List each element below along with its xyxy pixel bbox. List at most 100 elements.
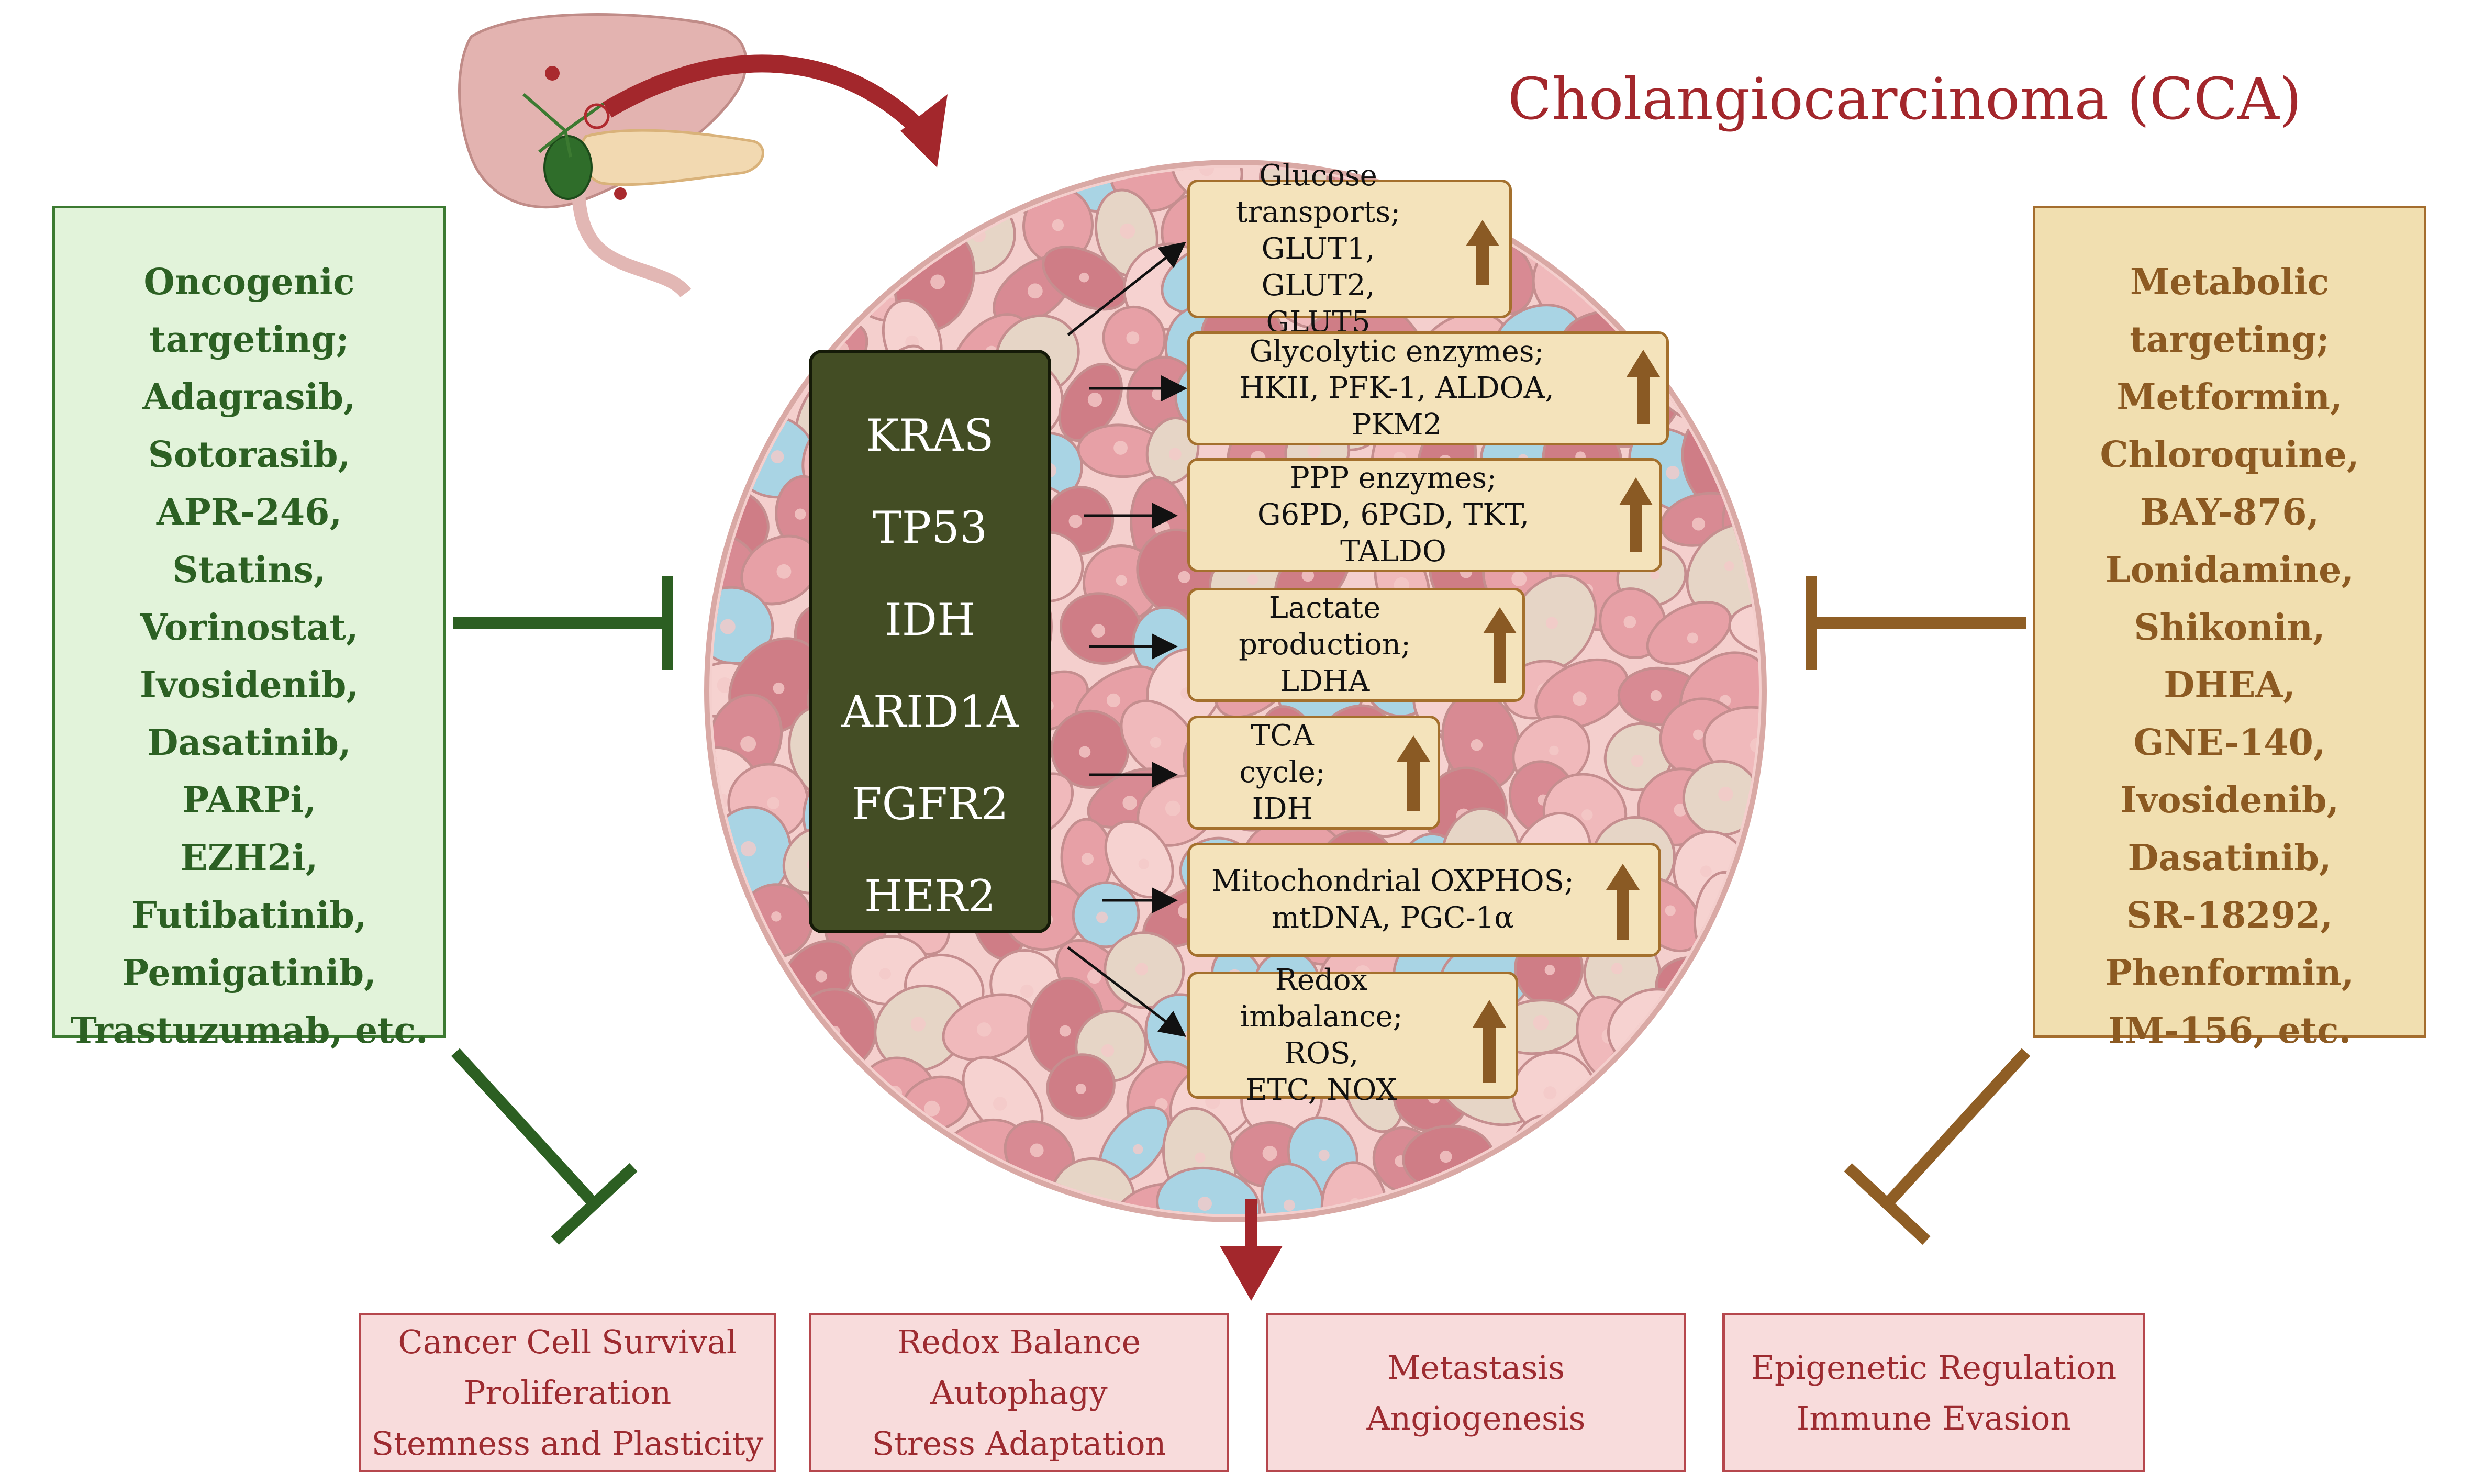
cell-nucleus [1692,517,1706,531]
cell-nucleus [993,1097,1007,1111]
metabolic-change-detail: HKII, PFK-1, ALDOA, PKM2 [1239,371,1554,442]
cell-nucleus [1059,1025,1071,1037]
oncogenic-drug: Statins, [172,549,326,591]
cell-nucleus [1091,624,1106,638]
metabolic-change-detail: GLUT1, [1261,231,1375,266]
outcome-label: Immune Evasion [1796,1399,2071,1437]
cell-nucleus [1623,616,1636,629]
cell-nucleus [1665,905,1676,916]
metabolic-drug: Phenformin, [2105,952,2354,994]
metabolic-drug: IM-156, etc. [2108,1010,2352,1052]
gene-label: FGFR2 [851,778,1009,830]
metabolic-change-title: Glycolytic enzymes; [1249,334,1544,369]
outcome-label: Stress Adaptation [872,1424,1166,1463]
oncogenic-drug: Trastuzumab, etc. [70,1010,428,1052]
up-arrow-icon [1606,864,1640,940]
cell-nucleus [1197,1197,1212,1211]
metabolic-drug: DHEA, [2164,664,2296,706]
metabolic-change-detail: ETC, NOX [1245,1073,1397,1107]
cell-nucleus [1079,272,1089,283]
up-arrow-icon [1619,477,1653,552]
up-arrow-icon [1627,350,1660,424]
metabolic-targeting-box: Metabolic targeting; Metformin, Chloroqu… [2033,206,2426,1052]
outcome-box: Epigenetic Regulation Immune Evasion [1722,1313,2145,1472]
cell-nucleus [1168,448,1182,461]
metabolic-change-detail: IDH [1252,792,1313,826]
metabolic-change-box: Lactate production; LDHA [1187,588,1525,702]
outcome-label: Epigenetic Regulation [1751,1348,2117,1387]
cell-nucleus [771,911,782,922]
cell-nucleus [1052,219,1064,231]
cell-nucleus [1165,800,1181,817]
page-title: Cholangiocarcinoma (CCA) [1508,65,2302,132]
oncogenic-inhibition-symbol [453,576,673,670]
metabolic-change-box: Redox imbalance; ROS, ETC, NOX [1187,963,1518,1107]
metabolic-change-title: TCA cycle; [1239,719,1325,789]
cell-nucleus [1318,1150,1330,1161]
cell-nucleus [924,1100,940,1117]
cell-nucleus [1693,729,1703,740]
outcome-label: Angiogenesis [1366,1399,1586,1437]
cell-nucleus [1195,1152,1206,1163]
cell-nucleus [1101,1044,1115,1057]
cell-nucleus [1301,569,1315,582]
cell-nucleus [1549,745,1559,756]
metabolic-change-detail: G6PD, 6PGD, TKT, TALDO [1257,498,1530,568]
cell-nucleus [1135,963,1149,976]
metabolic-inhibition-symbol [1806,576,2026,670]
up-arrow-icon [1397,735,1430,811]
cell-nucleus [1126,331,1140,345]
cell-nucleus [1087,392,1102,407]
cell-nucleus [879,968,891,980]
cell-nucleus [1030,1143,1044,1157]
outcome-label: Cancer Cell Survival [398,1323,737,1361]
gene-label: TP53 [872,502,988,553]
oncogenic-drug: Futibatinib, [131,895,367,936]
cell-nucleus [740,841,756,857]
cell-nucleus [1572,691,1587,706]
metabolic-change-box: PPP enzymes; G6PD, 6PGD, TKT, TALDO [1187,458,1662,572]
metabolic-drug: Dasatinib, [2127,837,2332,879]
cell-nucleus [1666,466,1680,480]
outcome-label: Redox Balance [897,1323,1141,1361]
metabolic-change-box: Mitochondrial OXPHOS; mtDNA, PGC-1α [1187,843,1661,957]
metabolic-change-detail: LDHA [1279,664,1370,698]
cell-nucleus [1440,1150,1452,1163]
cell-nucleus [771,450,784,463]
outcome-label: Proliferation [463,1374,672,1412]
gene-label: IDH [884,594,976,645]
metabolic-drug: Ivosidenib, [2120,779,2340,821]
up-arrow-icon [1483,607,1517,683]
cell-nucleus [930,274,945,289]
cell-nucleus [1247,574,1258,585]
metabolic-drug: GNE-140, [2133,722,2326,764]
cell-nucleus [1262,1146,1277,1161]
cell-nucleus [1082,853,1094,865]
metabolic-change-title: Glucose transports; [1236,158,1400,229]
metabolic-drug: Shikonin, [2134,607,2325,649]
metabolic-change-box: TCA cycle; IDH [1187,716,1440,830]
cell-nucleus [1116,575,1127,586]
oncogenic-drug: Sotorasib, [148,434,351,476]
metabolic-change-title: Mitochondrial OXPHOS; [1211,864,1574,898]
cell-nucleus [910,1017,926,1032]
gene-to-metabolism-arrows [1067,241,1187,1037]
cell-nucleus [1581,809,1593,821]
oncogenic-drug: APR-246, [156,492,342,533]
oncogenic-drug: Adagrasib, [142,376,356,418]
cell-nucleus [1120,223,1135,239]
outcome-box: Metastasis Angiogenesis [1266,1313,1686,1472]
cell-nucleus [1152,388,1164,400]
cell-nucleus [1543,1086,1557,1100]
gene-label: HER2 [864,871,996,922]
cell-nucleus [1068,515,1083,528]
metabolic-drug: Metformin, [2116,376,2343,418]
outcome-label: Autophagy [930,1374,1108,1412]
gene-label: ARID1A [841,686,1019,738]
metabolic-change-detail: ROS, [1284,1036,1359,1070]
metabolic-outcome-inhibition [1844,1048,2031,1245]
cell-nucleus [1178,571,1190,583]
cell-nucleus [776,564,792,579]
metabolic-heading: Metabolic targeting; [2130,261,2330,361]
metabolic-change-detail: mtDNA, PGC-1α [1271,901,1514,935]
